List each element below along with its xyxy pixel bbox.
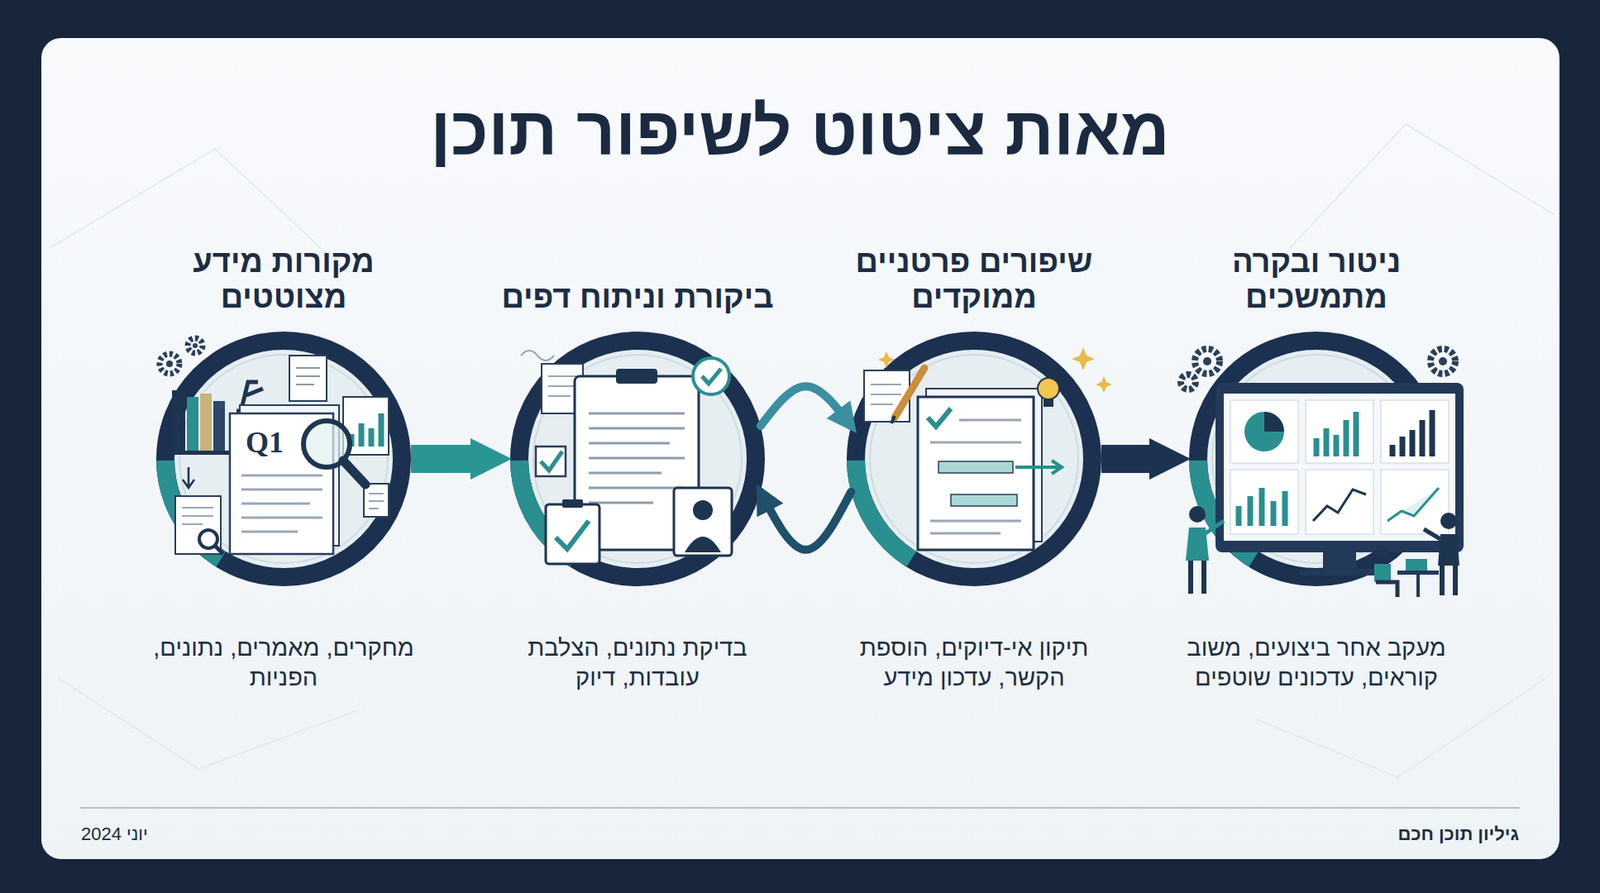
monitoring-illustration-part [1440,512,1457,530]
circle-inner-line [179,354,388,564]
stage-circle [509,330,766,588]
stage-node: ביקורת וניתוח דפים בדיקת נתונים, הצלבת עו… [463,231,812,745]
flow-arrow [760,386,851,426]
circle-outline [1188,330,1445,588]
circle-inner-line [869,354,1079,564]
monitoring-illustration-part [1437,534,1460,566]
stage-heading: שיפורים פרטניים ממוקדים [816,243,1132,316]
sources-illustration-part [166,360,173,368]
footer-date: יוני 2024 [81,823,149,846]
footer-brand: גיליון תוכן חכם [1397,823,1519,846]
circle-inner-line [1212,354,1421,564]
stage-circle [845,330,1103,588]
sources-illustration-part-part [159,353,180,374]
circle-accent-arc [156,460,226,568]
sources-illustration-part [192,343,198,349]
stage-heading: ניטור ובקרה מתמשכים [1159,243,1474,316]
circle-accent-arc [510,460,580,568]
monitoring-illustration-part [1397,570,1439,575]
stage-node: שיפורים פרטניים ממוקדים תיקון אי-דיוקים, … [800,231,1148,745]
monitoring-illustration-part [1375,582,1398,598]
stage-heading: מקורות מידע מצוטטים [126,243,441,316]
flow-arrow [410,444,471,473]
stage-heading: ביקורת וניתוח דפים [480,279,795,316]
monitoring-illustration-part [1190,560,1204,594]
monitoring-illustration-part [1416,574,1420,598]
panel-decoration-part [1256,678,1547,778]
monitoring-illustration-part [1438,357,1448,366]
panel-decoration-part [80,807,1520,809]
circle-outline [845,330,1103,588]
stage-description: בדיקת נתונים, הצלבת עובדות, דיוק [505,632,770,693]
stage-description: מעקב אחר ביצועים, משוב קוראים, עדכונים ש… [1184,632,1449,693]
panel-decoration-part [1289,124,1555,249]
monitoring-illustration-part [1185,527,1209,561]
circle-accent-arc [846,460,917,568]
monitoring-illustration-part [1203,357,1212,366]
panel-decoration-part [57,678,356,769]
flow-arrow [1101,444,1150,473]
monitoring-illustration-part [1405,558,1428,571]
document-label: Q1 [245,425,284,460]
panel-decoration [49,124,1555,808]
sources-illustration-part-part [187,338,203,354]
circle-outline [509,330,766,588]
stage-description: תיקון אי-דיוקים, הוספת הקשר, עדכון מידע [841,632,1107,693]
stage-circle [1188,330,1445,588]
monitoring-illustration-part [1423,529,1441,540]
circle-inner-line [533,354,742,564]
diagram-title: מאות ציטוט לשיפור תוכן [0,92,1600,171]
monitoring-illustration-part-part [1180,374,1196,390]
stage-description: מחקרים, מאמרים, נתונים, הפניות [151,632,416,693]
flow-arrow [760,491,851,550]
stage-node: ניטור ובקרה מתמשכים מעקב אחר ביצועים, משו… [1142,231,1491,745]
circle-accent-arc [1189,460,1259,568]
review-illustration-part [520,350,555,361]
stage-node: מקורות מידע מצוטטים מחקרים, מאמרים, נתוני… [109,231,458,745]
monitoring-illustration-part-part [1194,348,1220,374]
monitoring-illustration-part-part [1430,348,1456,374]
monitoring-illustration-part [1442,565,1456,596]
